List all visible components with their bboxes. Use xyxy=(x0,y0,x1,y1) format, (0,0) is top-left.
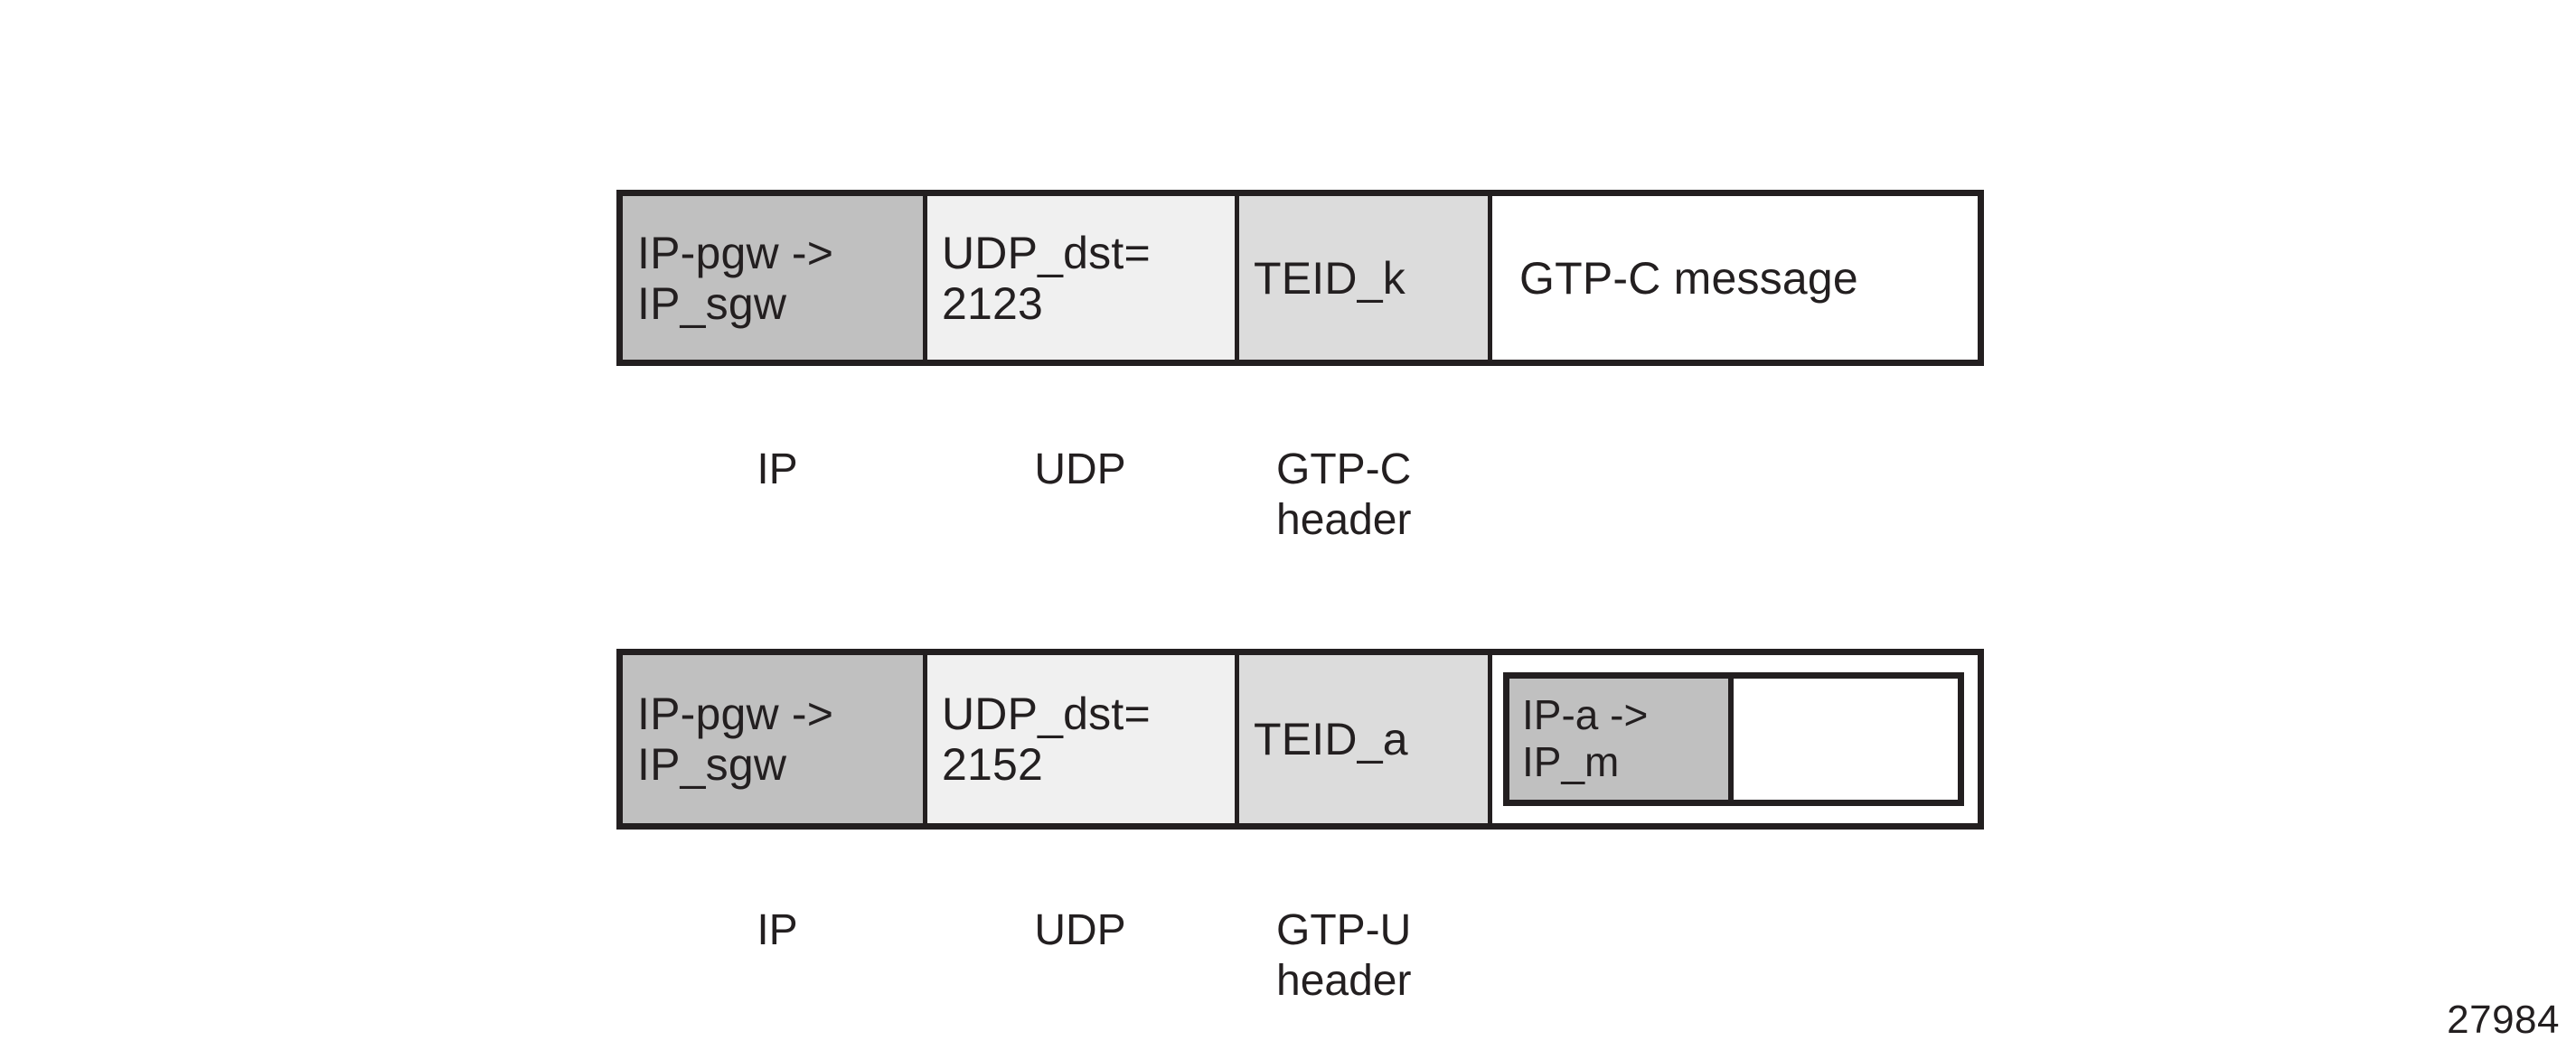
gtp-c-caption-udp-text: UDP xyxy=(1034,445,1126,493)
gtp-u-caption-udp-text: UDP xyxy=(1034,905,1126,954)
gtp-u-ip-header-cell: IP-pgw -> IP_sgw xyxy=(623,655,927,823)
gtp-u-payload-cell: IP-a -> IP_m xyxy=(1492,655,1978,823)
gtp-u-udp-header-text: UDP_dst= 2152 xyxy=(942,689,1151,790)
gtp-c-ip-header-text: IP-pgw -> IP_sgw xyxy=(637,227,834,329)
gtp-u-caption-header-text: GTP-U header xyxy=(1276,905,1412,1006)
gtp-c-udp-header-cell: UDP_dst= 2123 xyxy=(927,196,1239,360)
figure-id-label: 27984 xyxy=(2447,998,2560,1042)
gtp-c-ip-header-cell: IP-pgw -> IP_sgw xyxy=(623,196,927,360)
gtp-c-caption-udp: UDP xyxy=(994,393,1166,495)
gtp-c-teid-cell: TEID_k xyxy=(1239,196,1492,360)
gtp-c-caption-ip-text: IP xyxy=(757,445,798,493)
gtp-c-caption-ip: IP xyxy=(696,393,859,495)
gtp-u-inner-packet: IP-a -> IP_m xyxy=(1503,672,1964,806)
gtp-c-packet-bar: IP-pgw -> IP_sgw UDP_dst= 2123 TEID_k GT… xyxy=(616,190,1984,366)
gtp-c-caption-header-text: GTP-C header xyxy=(1276,445,1412,545)
gtp-u-caption-ip: IP xyxy=(696,854,859,956)
gtp-c-teid-text: TEID_k xyxy=(1254,252,1406,304)
gtp-u-caption-ip-text: IP xyxy=(757,905,798,954)
gtp-c-udp-header-text: UDP_dst= 2123 xyxy=(942,227,1151,329)
gtp-u-teid-cell: TEID_a xyxy=(1239,655,1492,823)
gtp-u-packet-bar: IP-pgw -> IP_sgw UDP_dst= 2152 TEID_a IP… xyxy=(616,649,1984,830)
gtp-u-caption-udp: UDP xyxy=(994,854,1166,956)
gtp-u-ip-header-text: IP-pgw -> IP_sgw xyxy=(637,689,834,790)
gtp-u-inner-ip-header-cell: IP-a -> IP_m xyxy=(1509,679,1734,800)
gtp-u-caption-header: GTP-U header xyxy=(1276,854,1547,1008)
gtp-c-message-cell: GTP-C message xyxy=(1492,196,1978,360)
gtp-u-udp-header-cell: UDP_dst= 2152 xyxy=(927,655,1239,823)
gtp-u-teid-text: TEID_a xyxy=(1254,714,1408,764)
gtp-c-message-text: GTP-C message xyxy=(1519,252,1858,304)
gtp-u-inner-ip-header-text: IP-a -> IP_m xyxy=(1522,691,1649,785)
gtp-u-inner-payload-cell xyxy=(1734,679,1958,800)
gtp-c-caption-header: GTP-C header xyxy=(1276,393,1547,547)
